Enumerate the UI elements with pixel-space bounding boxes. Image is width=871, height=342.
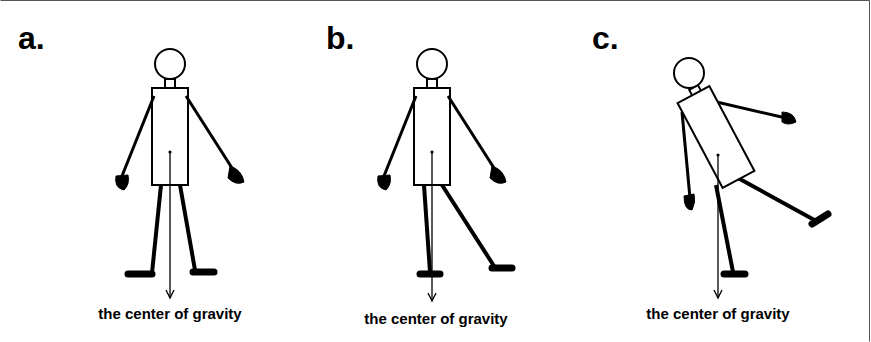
panel-letter: a. bbox=[18, 22, 45, 54]
panel-letter: c. bbox=[592, 22, 619, 54]
caption-label: the center of gravity bbox=[644, 305, 791, 323]
caption-label: the center of gravity bbox=[96, 305, 243, 323]
figure-a bbox=[116, 49, 244, 298]
figure-c bbox=[674, 58, 828, 298]
panel-letter: b. bbox=[326, 22, 354, 54]
caption-label: the center of gravity bbox=[362, 310, 509, 328]
figure-b bbox=[378, 49, 512, 301]
